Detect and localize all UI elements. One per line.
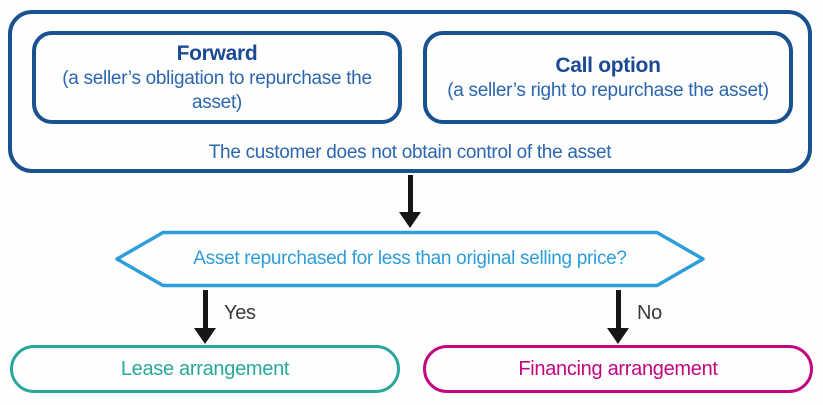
arrow-shaft [202,290,208,328]
arrow-head [194,328,216,344]
no-label: No [637,302,662,324]
financing-arrangement-box: Financing arrangement [423,345,813,393]
call-option-description: (a seller’s right to repurchase the asse… [447,80,769,102]
no-arrow-icon [607,290,629,344]
arrow-shaft [407,175,413,212]
arrow-head [399,212,421,228]
decision-question: Asset repurchased for less than original… [193,248,627,269]
yes-label: Yes [224,302,256,324]
yes-arrow-icon [194,290,216,344]
hexagon-outline-icon [115,230,705,288]
call-option-title: Call option [555,53,661,77]
lease-arrangement-box: Lease arrangement [10,345,400,393]
forward-title: Forward [176,42,258,66]
arrow-head [607,328,629,344]
no-control-caption: The customer does not obtain control of … [208,142,612,163]
arrow-shaft [615,290,621,328]
forward-box: Forward (a seller’s obligation to repurc… [32,31,402,124]
call-option-box: Call option (a seller’s right to repurch… [423,31,793,124]
forward-description: (a seller’s obligation to repurchase the… [62,68,372,113]
decision-hexagon: Asset repurchased for less than original… [113,229,707,289]
down-arrow-icon [399,175,421,228]
